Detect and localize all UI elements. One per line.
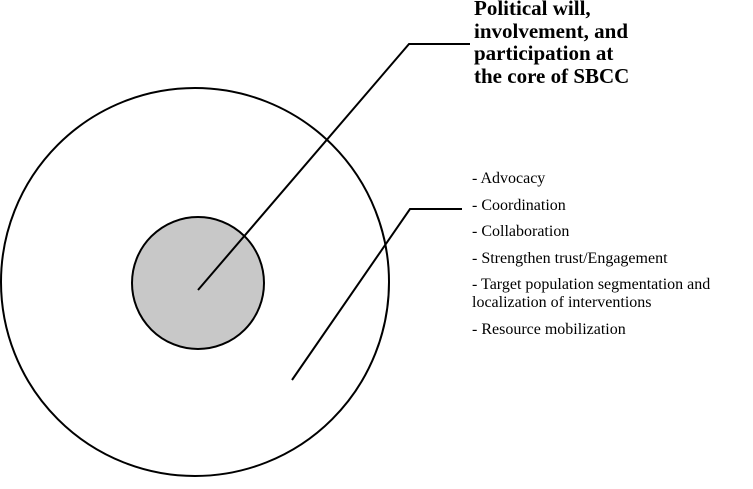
core-leader-line [197,43,470,291]
strategy-item-collaboration: - Collaboration [472,223,570,240]
core-label-line: participation at [474,41,614,65]
strategy-item-segmentation: - Target population segmentation and loc… [472,276,711,311]
core-label-line: the core of SBCC [474,63,630,88]
strategy-item-coordination: - Coordination [472,196,566,214]
strategy-list: - Advocacy - Coordination - Collaboratio… [472,170,753,347]
strategy-item-trust-engagement: - Strengthen trust/Engagement [472,249,668,267]
strategy-item-resource-mobilization: - Resource mobilization [472,320,626,338]
strategy-item-advocacy: - Advocacy [472,170,546,187]
core-label-line: Political will, [474,0,591,20]
outer-circle [0,87,390,477]
strategies-leader-line [291,208,462,381]
core-label-line: involvement, and [474,18,629,43]
core-label: Political will, involvement, and partici… [474,0,744,87]
